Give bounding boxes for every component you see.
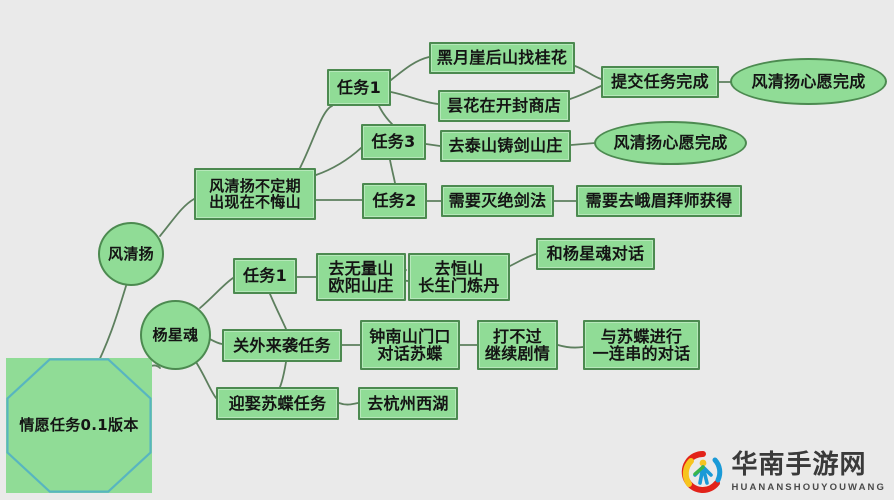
node-hangzhou[interactable]: 去杭州西湖 (358, 387, 458, 420)
node-label-fengqingyang: 风清扬 (108, 244, 154, 263)
node-label-wish-done-2: 风清扬心愿完成 (613, 133, 728, 153)
node-wish-done-2[interactable]: 风清扬心愿完成 (594, 121, 747, 165)
node-guanwai[interactable]: 关外来袭任务 (222, 329, 342, 362)
edge-fengqingyang-to-fqy-appear (159, 198, 195, 237)
node-label-yingqu-sudie: 迎娶苏蝶任务 (228, 393, 327, 413)
edge-yxh-task1-to-guanwai (269, 293, 287, 330)
watermark: 华南手游网 HUANANSHOUYOUWANG (681, 450, 886, 494)
node-zhongnanshan[interactable]: 钟南山门口 对话苏蝶 (360, 320, 460, 370)
node-label-fqy-task3: 任务3 (371, 132, 416, 152)
node-label-hengshan: 去恒山 长生门炼丹 (418, 258, 500, 295)
node-label-submit-task: 提交任务完成 (611, 72, 709, 92)
edge-fqy-task3-to-fqy-task2 (389, 159, 396, 184)
node-label-heiyueya: 黑月崖后山找桂花 (436, 48, 568, 68)
edge-fqy-task1-to-heiyueya (390, 56, 430, 81)
node-label-fqy-task2: 任务2 (372, 191, 417, 211)
node-label-wish-done-1: 风清扬心愿完成 (751, 71, 866, 91)
edge-yingqu-sudie-to-hangzhou (338, 402, 359, 406)
node-label-taishan: 去泰山铸剑山庄 (448, 136, 563, 156)
watermark-cn: 华南手游网 (731, 449, 867, 480)
node-taishan[interactable]: 去泰山铸剑山庄 (440, 130, 571, 162)
octagon-shape (6, 358, 152, 493)
node-label-yangxinghun: 杨星魂 (152, 325, 199, 344)
node-fengqingyang[interactable]: 风清扬 (98, 222, 164, 286)
node-label-wuliangshan: 去无量山 欧阳山庄 (328, 258, 394, 295)
node-label-sudie-dialog: 与苏蝶进行 一连串的对话 (592, 326, 691, 363)
edge-guanwai-to-yingqu-sudie (279, 361, 287, 388)
node-fqy-task2[interactable]: 任务2 (362, 183, 427, 219)
node-label-miejue: 需要灭绝剑法 (448, 191, 547, 211)
edge-cannot-beat-to-sudie-dialog (557, 344, 584, 349)
watermark-en: HUANANSHOUYOUWANG (731, 481, 886, 493)
edge-tanhua-shop-to-submit-task (569, 85, 602, 100)
node-label-fqy-appear: 风清扬不定期 出现在不悔山 (209, 176, 301, 211)
node-yangxinghun[interactable]: 杨星魂 (140, 300, 211, 370)
node-talk-yxh[interactable]: 和杨星魂对话 (536, 238, 655, 270)
edge-heiyueya-to-submit-task (574, 65, 602, 80)
edge-fqy-appear-to-fqy-task3 (315, 147, 362, 176)
watermark-text: 华南手游网 HUANANSHOUYOUWANG (732, 452, 886, 493)
node-hengshan[interactable]: 去恒山 长生门炼丹 (408, 253, 510, 301)
node-heiyueya[interactable]: 黑月崖后山找桂花 (429, 42, 575, 74)
node-label-guanwai: 关外来袭任务 (233, 335, 331, 355)
node-sudie-dialog[interactable]: 与苏蝶进行 一连串的对话 (583, 320, 700, 370)
node-cannot-beat[interactable]: 打不过 继续剧情 (477, 320, 558, 370)
node-fqy-task3[interactable]: 任务3 (361, 124, 426, 160)
node-fqy-appear[interactable]: 风清扬不定期 出现在不悔山 (194, 168, 316, 220)
edge-fqy-task1-to-fqy-task3 (378, 105, 393, 125)
edge-fqy-appear-to-fqy-task1 (299, 105, 333, 169)
node-label-root: 情愿任务0.1版本 (19, 416, 139, 435)
node-wuliangshan[interactable]: 去无量山 欧阳山庄 (316, 253, 406, 301)
node-tanhua-shop[interactable]: 昙花在开封商店 (438, 90, 570, 122)
node-label-emei: 需要去峨眉拜师获得 (585, 191, 733, 211)
node-label-fqy-task1: 任务1 (336, 77, 382, 97)
node-label-hangzhou: 去杭州西湖 (367, 393, 449, 413)
node-label-tanhua-shop: 昙花在开封商店 (446, 96, 562, 116)
node-label-cannot-beat: 打不过 继续剧情 (484, 326, 551, 363)
node-root[interactable]: 情愿任务0.1版本 (6, 358, 152, 493)
node-yingqu-sudie[interactable]: 迎娶苏蝶任务 (216, 387, 339, 420)
edge-fqy-task3-to-taishan (425, 143, 441, 147)
node-emei[interactable]: 需要去峨眉拜师获得 (576, 185, 742, 217)
node-label-zhongnanshan: 钟南山门口 对话苏蝶 (369, 326, 451, 363)
node-submit-task[interactable]: 提交任务完成 (601, 66, 719, 98)
edge-taishan-to-wish-done-2 (570, 142, 596, 146)
node-label-yxh-task1: 任务1 (242, 266, 288, 286)
edge-yangxinghun-to-yxh-task1 (199, 277, 234, 309)
edge-yangxinghun-to-yingqu-sudie (195, 361, 217, 399)
huanan-logo-icon (681, 450, 722, 493)
node-wish-done-1[interactable]: 风清扬心愿完成 (730, 58, 887, 105)
edge-fqy-task1-to-tanhua-shop (390, 91, 439, 105)
node-miejue[interactable]: 需要灭绝剑法 (441, 185, 554, 217)
node-label-talk-yxh: 和杨星魂对话 (546, 244, 645, 264)
node-fqy-task1[interactable]: 任务1 (327, 69, 391, 106)
edge-hengshan-to-talk-yxh (509, 253, 537, 267)
node-yxh-task1[interactable]: 任务1 (233, 258, 297, 294)
